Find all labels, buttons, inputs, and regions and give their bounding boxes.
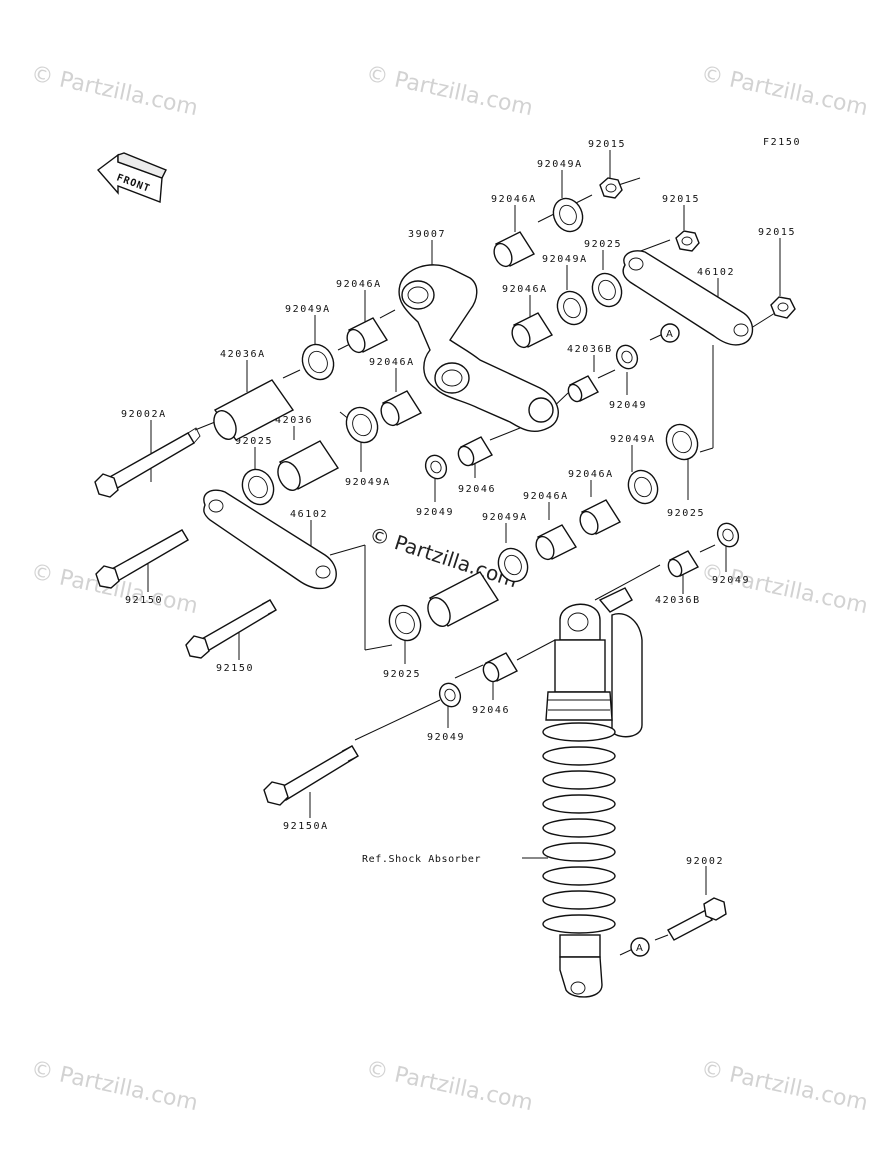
watermark-text: © Partzilla.com (364, 61, 535, 121)
svg-text:A: A (666, 329, 673, 340)
leader-lines (147, 150, 781, 956)
part-label: 92002A (121, 409, 167, 420)
part-label: 92150 (125, 595, 163, 606)
watermark-text: © Partzilla.com (29, 1056, 200, 1116)
part-label: 92015 (758, 227, 796, 238)
part-label: 92049 (712, 575, 750, 586)
part-label: 92002 (686, 856, 724, 867)
part-label: 92049 (416, 507, 454, 518)
part-label: 92015 (662, 194, 700, 205)
part-label: 42036B (655, 595, 701, 606)
part-label: 92049A (610, 434, 656, 445)
front-arrow-icon: FRONT (96, 152, 167, 203)
part-label: 92049A (482, 512, 528, 523)
part-label: 42036B (567, 344, 613, 355)
tie-rod-46102-upper (622, 250, 754, 346)
watermark-text: © Partzilla.com (699, 1056, 870, 1116)
rocker-arm-39007 (398, 264, 559, 432)
shock-absorber (542, 587, 643, 998)
part-label: 92046A (523, 491, 569, 502)
part-label: 92025 (383, 669, 421, 680)
part-label: 92046A (369, 357, 415, 368)
bolt-92002A (94, 427, 201, 498)
part-label: 92049 (427, 732, 465, 743)
part-label: 42036 (275, 415, 313, 426)
nut-92015-top (599, 177, 623, 199)
callout-a-top: A (660, 323, 680, 343)
part-label: 42036A (220, 349, 266, 360)
part-label: 92150 (216, 663, 254, 674)
nut-92015-mid (675, 230, 700, 252)
washers (241, 197, 740, 708)
callout-a-bottom: A (630, 937, 650, 957)
part-label: 92046 (472, 705, 510, 716)
part-label: 46102 (697, 267, 735, 278)
tie-rod-46102-lower (203, 489, 337, 590)
part-label: 92025 (235, 436, 273, 447)
svg-text:A: A (636, 943, 643, 954)
bearings-sleeves (213, 231, 700, 683)
part-label: 92046A (491, 194, 537, 205)
part-label: 92049A (542, 254, 588, 265)
bolt-92002 (667, 897, 727, 941)
watermark-text: © Partzilla.com (699, 61, 870, 121)
nut-92015-right (770, 296, 796, 319)
watermark-center-text: © Partzilla.com (366, 522, 520, 593)
part-label: 92049A (537, 159, 583, 170)
part-label: 92049A (345, 477, 391, 488)
part-label: 92046 (458, 484, 496, 495)
part-label: 46102 (290, 509, 328, 520)
figure-code: F2150 (763, 137, 801, 148)
bolt-92150-upper (95, 529, 189, 589)
ref-label: Ref.Shock Absorber (362, 854, 481, 865)
part-label: 92049A (285, 304, 331, 315)
part-label: 92046A (502, 284, 548, 295)
part-label: 92046A (336, 279, 382, 290)
bolt-92150-lower (185, 599, 277, 659)
watermark-text: © Partzilla.com (699, 559, 870, 619)
part-labels: 92015 92049A 92046A 39007 92015 92025 92… (121, 139, 796, 867)
watermark-text: © Partzilla.com (364, 1056, 535, 1116)
part-label: 92025 (584, 239, 622, 250)
part-label: 92049 (609, 400, 647, 411)
watermark-text: © Partzilla.com (29, 61, 200, 121)
part-label: 92150A (283, 821, 329, 832)
part-label: 92025 (667, 508, 705, 519)
part-label: 39007 (408, 229, 446, 240)
part-label: 92015 (588, 139, 626, 150)
part-label: 92046A (568, 469, 614, 480)
bolt-92150A (263, 745, 359, 806)
